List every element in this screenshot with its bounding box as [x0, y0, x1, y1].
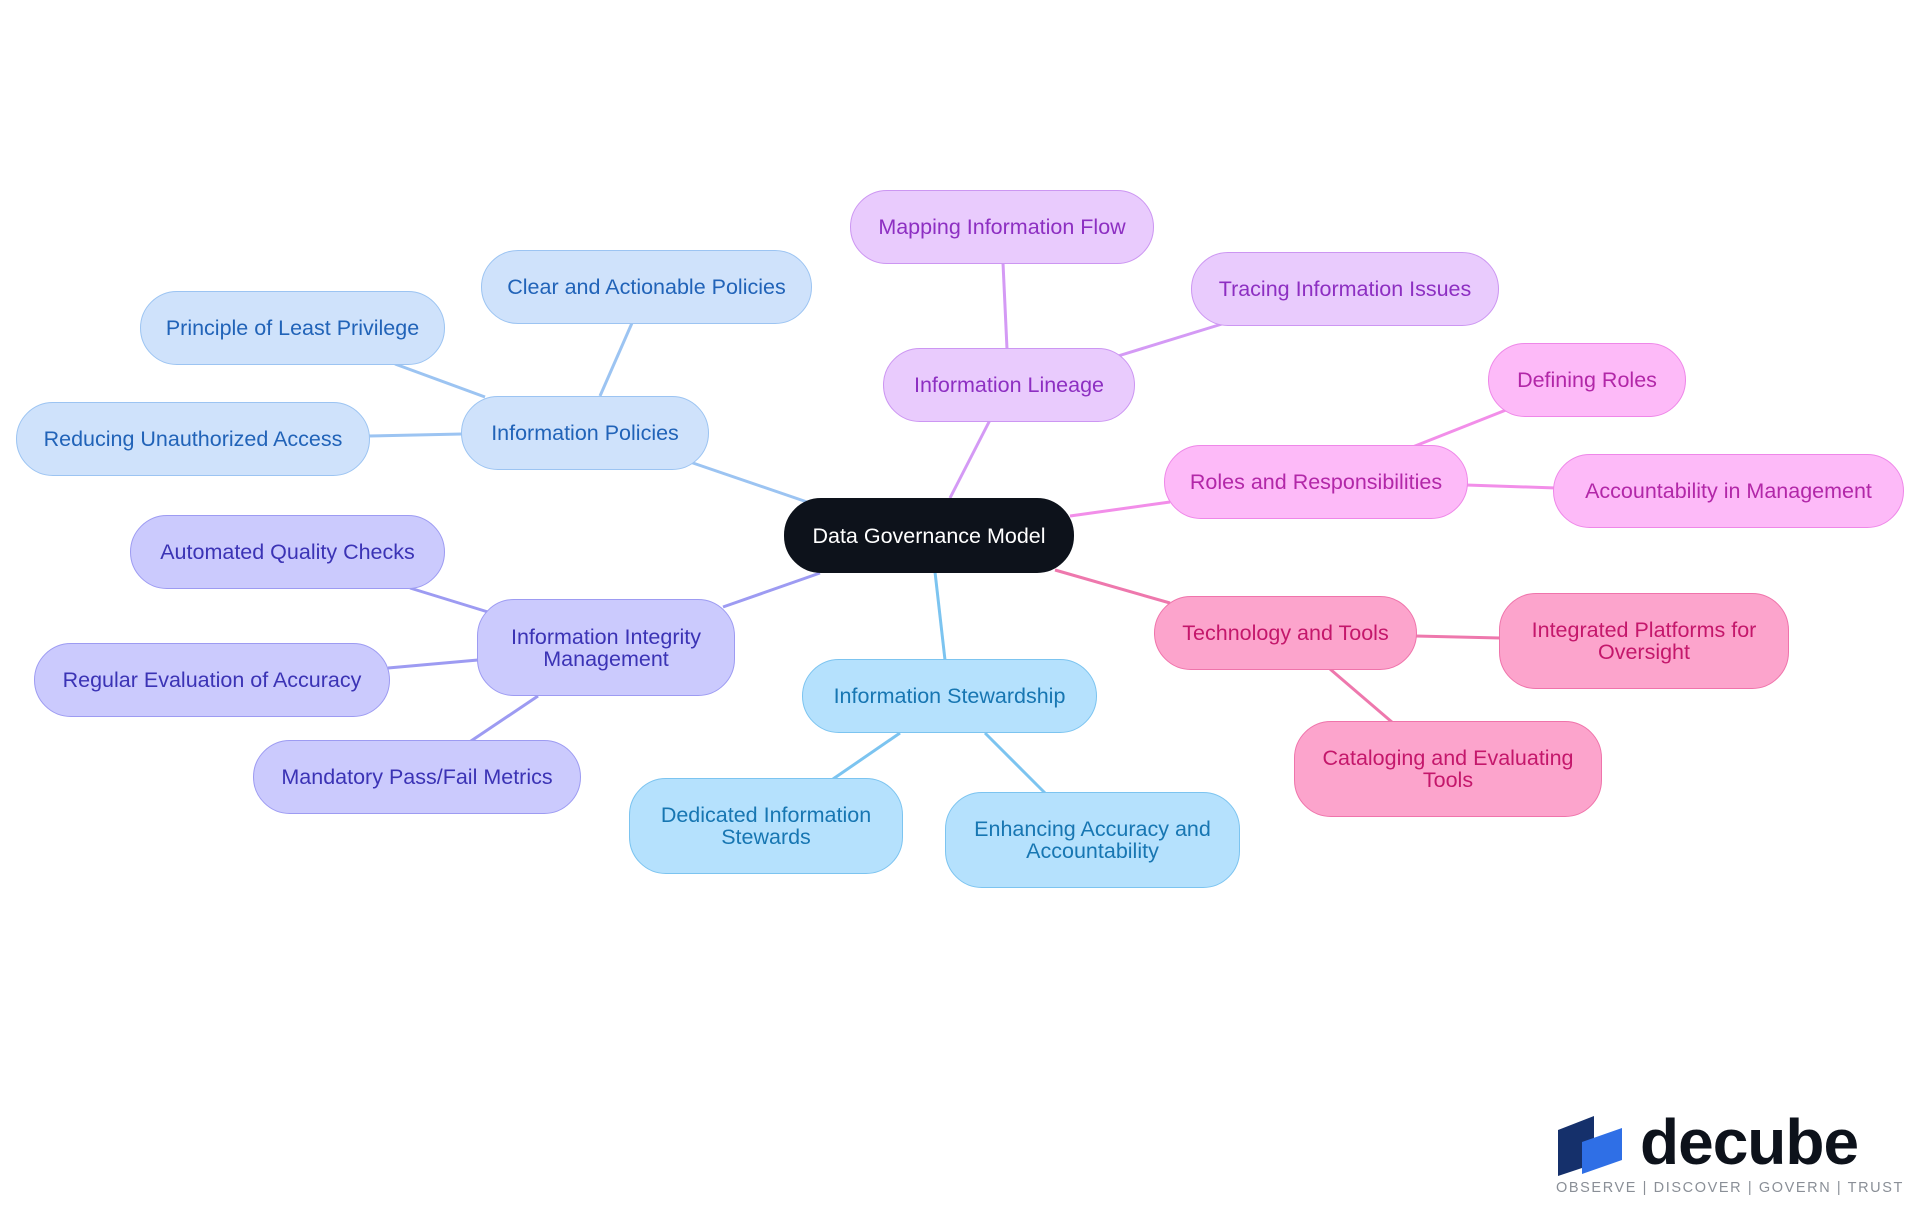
edge-root-lineage	[948, 419, 992, 499]
edge-root-tools	[1054, 568, 1171, 605]
edge-steward-enhancing	[983, 731, 1047, 795]
leaf-label: Dedicated Information Stewards	[660, 803, 872, 849]
leaf-node-defining-roles[interactable]: Defining Roles	[1488, 343, 1686, 417]
branch-node-integrity-management[interactable]: Information Integrity Management	[477, 599, 735, 696]
root-node[interactable]: Data Governance Model	[784, 498, 1074, 573]
root-label: Data Governance Model	[812, 523, 1046, 548]
leaf-label: Enhancing Accuracy and Accountability	[974, 817, 1211, 863]
edge-integrity-mandatory	[467, 694, 539, 745]
edge-policies-least	[394, 362, 486, 399]
edge-policies-clear	[598, 322, 634, 397]
edge-integrity-regular	[387, 658, 479, 670]
leaf-node-reducing-access[interactable]: Reducing Unauthorized Access	[16, 402, 370, 476]
leaf-label: Mapping Information Flow	[878, 215, 1126, 239]
branch-label: Information Policies	[491, 421, 679, 445]
leaf-node-mandatory-metrics[interactable]: Mandatory Pass/Fail Metrics	[253, 740, 581, 814]
edge-root-steward	[933, 571, 947, 661]
leaf-node-automated-checks[interactable]: Automated Quality Checks	[130, 515, 445, 589]
branch-node-technology-tools[interactable]: Technology and Tools	[1154, 596, 1417, 670]
leaf-label: Principle of Least Privilege	[165, 316, 420, 340]
edge-policies-reducing	[368, 432, 463, 438]
logo-wordmark: decube	[1640, 1106, 1859, 1178]
branch-label: Information Integrity Management	[510, 624, 701, 671]
leaf-node-tracing-issues[interactable]: Tracing Information Issues	[1191, 252, 1499, 326]
edge-lineage-tracing	[1117, 322, 1223, 358]
edge-roles-defining	[1409, 408, 1507, 450]
leaf-label: Accountability in Management	[1585, 479, 1872, 503]
edge-root-policies	[689, 460, 811, 505]
leaf-label: Mandatory Pass/Fail Metrics	[281, 765, 553, 789]
edge-root-integrity	[722, 571, 821, 609]
leaf-node-cataloging-tools[interactable]: Cataloging and Evaluating Tools	[1294, 721, 1602, 817]
branch-node-roles-responsibilities[interactable]: Roles and Responsibilities	[1164, 445, 1468, 519]
edge-roles-accountability	[1465, 483, 1557, 490]
branch-label: Information Stewardship	[833, 684, 1066, 708]
edge-tools-integrated	[1414, 634, 1501, 640]
leaf-label: Reducing Unauthorized Access	[43, 427, 343, 451]
branch-node-information-stewardship[interactable]: Information Stewardship	[802, 659, 1097, 733]
branch-label: Information Lineage	[913, 373, 1105, 397]
leaf-node-dedicated-stewards[interactable]: Dedicated Information Stewards	[629, 778, 903, 874]
branch-label: Roles and Responsibilities	[1189, 470, 1443, 494]
leaf-label: Automated Quality Checks	[160, 540, 415, 564]
branch-node-information-lineage[interactable]: Information Lineage	[883, 348, 1135, 422]
branch-label: Technology and Tools	[1182, 621, 1389, 645]
decube-logo: decube OBSERVE | DISCOVER | GOVERN | TRU…	[1556, 1106, 1902, 1200]
leaf-node-enhancing-accuracy[interactable]: Enhancing Accuracy and Accountability	[945, 792, 1240, 888]
leaf-node-mapping-flow[interactable]: Mapping Information Flow	[850, 190, 1154, 264]
leaf-node-integrated-platforms[interactable]: Integrated Platforms for Oversight	[1499, 593, 1789, 689]
leaf-label: Regular Evaluation of Accuracy	[62, 668, 362, 692]
leaf-label: Defining Roles	[1517, 368, 1657, 392]
decube-logo-icon	[1558, 1116, 1622, 1176]
leaf-node-regular-evaluation[interactable]: Regular Evaluation of Accuracy	[34, 643, 390, 717]
logo-tagline: OBSERVE | DISCOVER | GOVERN | TRUST	[1556, 1180, 1904, 1196]
leaf-label: Integrated Platforms for Oversight	[1531, 618, 1757, 664]
branch-node-information-policies[interactable]: Information Policies	[461, 396, 709, 470]
leaf-label: Cataloging and Evaluating Tools	[1322, 746, 1574, 792]
leaf-label: Tracing Information Issues	[1218, 277, 1472, 301]
leaf-node-clear-policies[interactable]: Clear and Actionable Policies	[481, 250, 812, 324]
edge-lineage-mapping	[1001, 262, 1009, 350]
leaf-node-least-privilege[interactable]: Principle of Least Privilege	[140, 291, 445, 365]
edge-steward-dedicated	[832, 731, 901, 781]
leaf-node-accountability-management[interactable]: Accountability in Management	[1553, 454, 1904, 528]
edge-integrity-automated	[409, 586, 489, 614]
edge-root-roles	[1069, 500, 1171, 518]
edge-tools-cataloging	[1329, 667, 1394, 725]
leaf-label: Clear and Actionable Policies	[507, 275, 786, 299]
